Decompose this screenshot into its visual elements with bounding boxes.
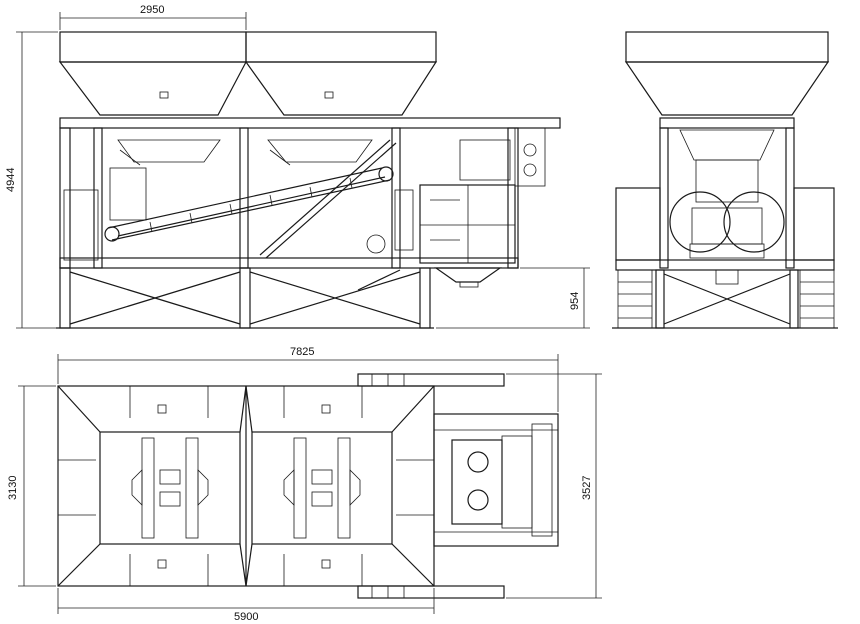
dim-front-height: 4944 bbox=[5, 168, 17, 192]
plan-mixer-frame bbox=[433, 413, 559, 547]
hopper-right-top bbox=[245, 31, 437, 63]
dim-front-width: 2950 bbox=[140, 4, 164, 16]
side-left-platform bbox=[615, 187, 661, 261]
inclined-conveyor bbox=[104, 166, 394, 242]
plan-gates-left bbox=[131, 437, 209, 539]
plan-walkway-bottom bbox=[357, 585, 505, 599]
side-right-platform bbox=[793, 187, 835, 261]
side-hopper-top bbox=[625, 31, 829, 63]
dim-overall-width: 3527 bbox=[581, 476, 593, 500]
plan-gates-right bbox=[283, 437, 361, 539]
leg-3 bbox=[419, 267, 431, 329]
leg-2 bbox=[239, 267, 251, 329]
dim-leg-height: 954 bbox=[569, 292, 581, 310]
mixer-unit bbox=[419, 184, 516, 264]
dim-plan-width: 3130 bbox=[7, 476, 19, 500]
dim-total-length: 7825 bbox=[290, 346, 314, 358]
side-view bbox=[612, 31, 838, 329]
hopper-left-top bbox=[59, 31, 247, 63]
plan-view bbox=[57, 373, 559, 599]
side-mixer-drum-left bbox=[669, 191, 731, 253]
front-view bbox=[56, 31, 561, 329]
side-hopper-funnel bbox=[624, 61, 830, 116]
plan-dimensions: 7825 5900 3130 3527 bbox=[7, 346, 602, 623]
lower-frame-beam bbox=[59, 257, 519, 269]
leg-1 bbox=[59, 267, 71, 329]
side-mixer-drum-right bbox=[723, 191, 785, 253]
front-dimensions: 2950 4944 954 bbox=[5, 4, 590, 329]
hopper-left-funnel bbox=[58, 61, 247, 116]
plan-walkway-top bbox=[357, 373, 505, 387]
top-frame-beam bbox=[59, 117, 561, 129]
hopper-right-funnel bbox=[244, 61, 438, 116]
dim-hopper-length: 5900 bbox=[234, 611, 258, 623]
